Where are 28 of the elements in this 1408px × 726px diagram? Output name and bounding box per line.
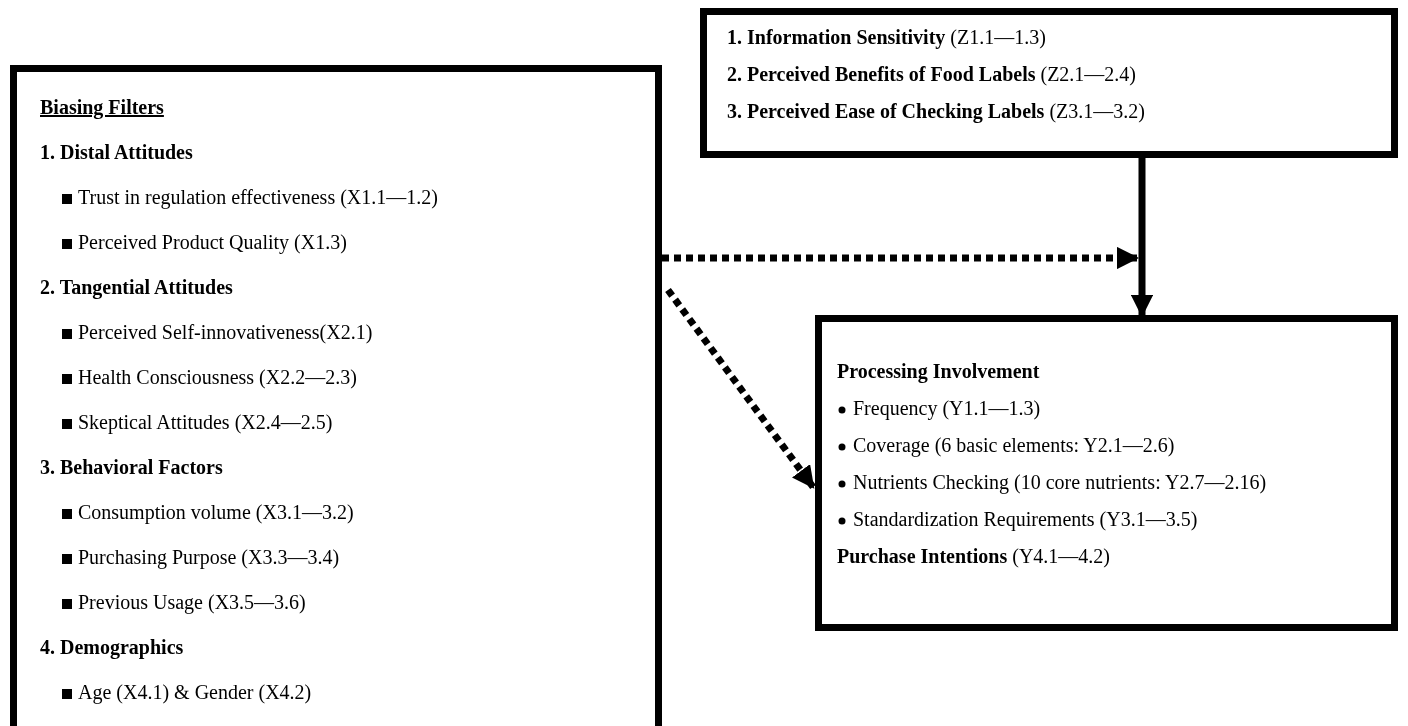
item-text: Standardization Requirements (Y3.1—3.5)	[853, 507, 1198, 533]
text-box	[815, 315, 1398, 631]
item-text: Previous Usage (X3.5—3.6)	[78, 590, 306, 616]
item-text: Coverage (6 basic elements: Y2.1—2.6)	[853, 433, 1175, 459]
item-text: Consumption volume (X3.1—3.2)	[78, 500, 354, 526]
text-box	[700, 8, 1398, 158]
arrow	[662, 246, 1140, 270]
heading-text: Biasing Filters	[40, 95, 164, 121]
item-text: Nutrients Checking (10 core nutrients: Y2.7—2.16)	[853, 470, 1268, 496]
item-text: Health Consciousness (X2.2—2.3)	[78, 365, 357, 391]
heading-text: 2. Tangential Attitudes	[40, 275, 233, 301]
item-text: Frequency (Y1.1—1.3)	[853, 396, 1041, 422]
arrow	[665, 287, 816, 490]
item-text: 2. Perceived Benefits of Food Labels (Z2.1—2.4)	[727, 62, 1137, 88]
text-box	[10, 65, 662, 726]
item-text: Purchasing Purpose (X3.3—3.4)	[78, 545, 340, 571]
item-text: Purchase Intentions (Y4.1—4.2)	[837, 544, 1110, 570]
item-text: 3. Perceived Ease of Checking Labels (Z3.1—3.2)	[727, 99, 1145, 125]
item-text: Trust in regulation effectiveness (X1.1—1.2)	[78, 185, 438, 211]
item-text: 1. Information Sensitivity (Z1.1—1.3)	[727, 25, 1046, 51]
heading-text: Processing Involvement	[837, 359, 1040, 385]
heading-text: 4. Demographics	[40, 635, 184, 661]
heading-text: 1. Distal Attitudes	[40, 140, 193, 165]
item-text: Skeptical Attitudes (X2.4—2.5)	[78, 410, 333, 436]
heading-text: 3. Behavioral Factors	[40, 455, 223, 480]
item-text: Perceived Self-innovativeness(X2.1)	[78, 320, 373, 346]
item-text: Age (X4.1) & Gender (X4.2)	[78, 680, 312, 706]
item-text: Perceived Product Quality (X1.3)	[78, 230, 347, 256]
